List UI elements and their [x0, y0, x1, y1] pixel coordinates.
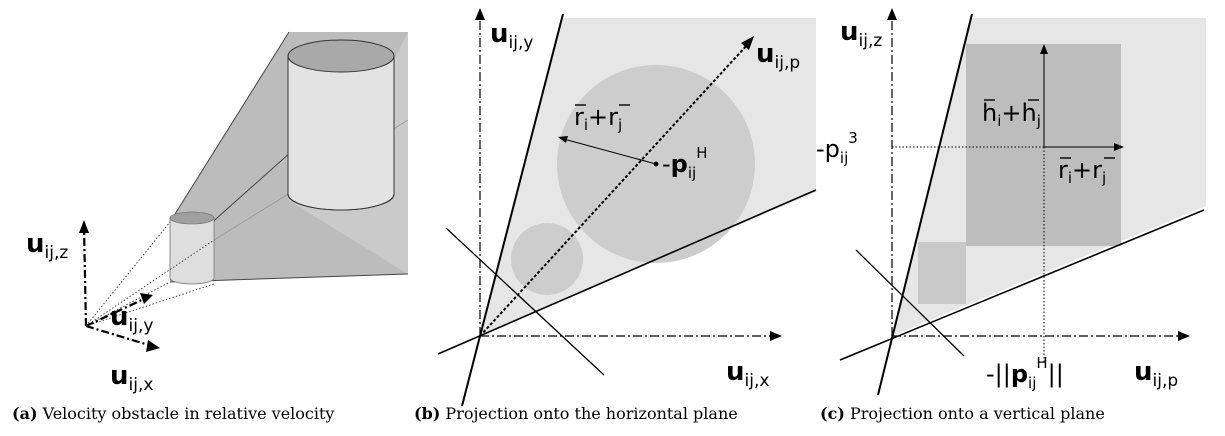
z-axis-arrowhead: [887, 8, 897, 20]
cone-boundary-upper: [877, 13, 973, 396]
center-label: -pijH: [662, 144, 707, 182]
x-axis-arrowhead: [146, 340, 160, 352]
caption-b-text: Projection onto the horizontal plane: [445, 404, 738, 423]
projection-lines: [85, 221, 215, 327]
p-axis-label: uij,p: [1134, 357, 1178, 391]
z-axis-label: uij,z: [840, 17, 882, 51]
caption-a-tag: (a): [12, 404, 38, 423]
vertical-projection-diagram: uij,z uij,p hi+hj ri+rj -pij3 -||pijH||: [816, 8, 1206, 396]
caption-c: (c) Projection onto a vertical plane: [820, 404, 1105, 423]
cone-cross-line: [855, 249, 965, 357]
panel-velocity-obstacle: uij,z uij,y uij,x (a) Velocity obstacle …: [0, 0, 409, 436]
y-axis-arrowhead: [475, 8, 485, 20]
horizontal-projection-diagram: uij,y uij,p uij,x ri+rj -pijH: [437, 8, 817, 407]
y-axis-label: uij,y: [110, 302, 153, 336]
caption-b-tag: (b): [414, 404, 441, 423]
small-disc: [511, 223, 583, 295]
p-axis-line: [479, 43, 749, 337]
caption-a: (a) Velocity obstacle in relative veloci…: [12, 404, 334, 423]
z-axis-label: uij,z: [26, 229, 68, 263]
caption-c-tag: (c): [820, 404, 845, 423]
y-axis-label: uij,y: [490, 19, 533, 53]
radius-arrow: [559, 137, 657, 165]
velocity-obstacle-3d-diagram: uij,z uij,y uij,x: [26, 31, 409, 395]
cone-boundary-lower: [437, 189, 817, 355]
caption-c-text: Projection onto a vertical plane: [849, 404, 1105, 423]
small-cylinder-body: [170, 218, 214, 278]
y-axis-arrowhead: [140, 293, 153, 304]
x-axis-label: uij,x: [110, 361, 153, 395]
cone-cross-line: [445, 227, 605, 376]
cone-boundary-upper: [461, 13, 564, 407]
p-axis-arrowhead: [1178, 331, 1190, 341]
axes-3d: [82, 227, 153, 348]
p-axis-arrowhead: [741, 36, 754, 50]
caption-a-text: Velocity obstacle in relative velocity: [42, 404, 335, 423]
x-axis-arrowhead: [770, 331, 782, 341]
axes-2d: [479, 14, 774, 337]
p-axis-label: uij,p: [756, 39, 800, 73]
axes-2d: [891, 16, 1182, 337]
panel-vertical-projection: uij,z uij,p hi+hj ri+rj -pij3 -||pijH|| …: [816, 0, 1225, 436]
radius-sum-label: ri+rj: [1058, 156, 1106, 187]
small-rectangle: [918, 242, 966, 304]
z-axis-arrowhead: [79, 220, 89, 233]
disc-center: [653, 161, 659, 167]
caption-b: (b) Projection onto the horizontal plane: [414, 404, 738, 423]
panel-horizontal-projection: uij,y uij,p uij,x ri+rj -pijH (b) Projec…: [408, 0, 817, 436]
big-cylinder-top: [287, 39, 395, 73]
cone-boundary-lower: [839, 209, 1205, 361]
cone-edge-top: [169, 31, 290, 223]
radius-sum-label: ri+rj: [574, 103, 622, 134]
small-cylinder-top: [169, 211, 215, 225]
p3-label: -pij3: [816, 129, 858, 167]
x-axis-label: uij,x: [726, 357, 769, 391]
height-sum-label: hi+hj: [982, 99, 1041, 130]
p-norm-label: -||pijH||: [986, 354, 1064, 392]
